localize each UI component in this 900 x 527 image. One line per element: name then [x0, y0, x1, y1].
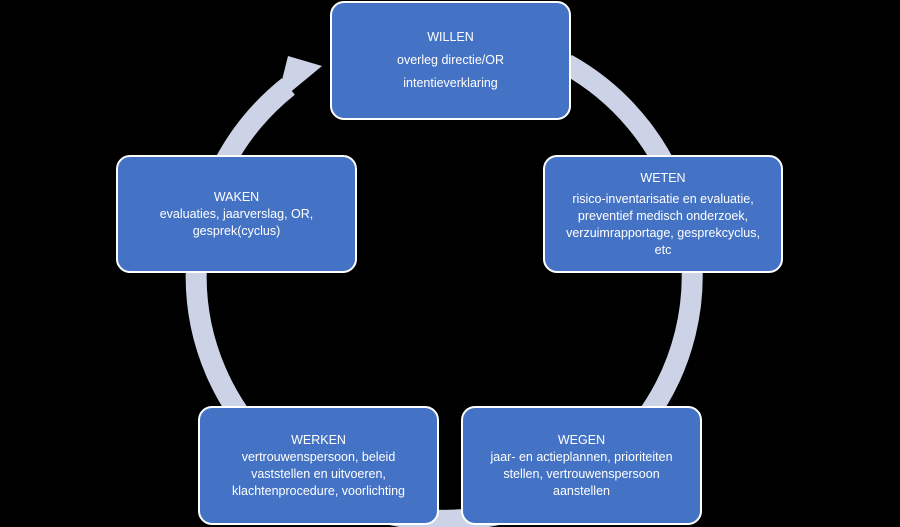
cycle-arrowhead: [276, 56, 322, 104]
node-wegen: WEGEN jaar- en actieplannen, prioriteite…: [461, 406, 702, 525]
node-werken: WERKEN vertrouwenspersoon, beleid vastst…: [198, 406, 439, 525]
node-weten-line-4: etc: [654, 242, 672, 257]
node-willen: WILLEN overleg directie/OR intentieverkl…: [330, 1, 571, 120]
node-wegen-line-3: aanstellen: [553, 483, 610, 498]
node-werken-line-1: vertrouwenspersoon, beleid: [241, 449, 396, 464]
node-wegen-line-2: stellen, vertrouwenspersoon: [503, 466, 660, 481]
node-willen-title: WILLEN: [427, 30, 474, 44]
node-werken-title: WERKEN: [291, 432, 346, 447]
node-wegen-line-1: jaar- en actieplannen, prioriteiten: [490, 449, 673, 464]
node-weten-line-3: verzuimrapportage, gesprekcyclus,: [566, 225, 760, 240]
node-waken: WAKEN evaluaties, jaarverslag, OR, gespr…: [116, 155, 357, 273]
node-wegen-title: WEGEN: [557, 432, 606, 447]
node-weten-title: WETEN: [640, 170, 686, 185]
node-waken-line-2: gesprek(cyclus): [192, 223, 281, 238]
node-willen-line-2: intentieverklaring: [403, 76, 498, 90]
node-weten: WETEN risico-inventarisatie en evaluatie…: [543, 155, 783, 273]
node-willen-line-1: overleg directie/OR: [397, 53, 504, 67]
node-weten-line-1: risico-inventarisatie en evaluatie,: [572, 191, 754, 206]
node-waken-line-1: evaluaties, jaarverslag, OR,: [159, 206, 314, 221]
node-werken-line-3: klachtenprocedure, voorlichting: [231, 483, 406, 498]
node-werken-line-2: vaststellen en uitvoeren,: [251, 466, 386, 481]
node-waken-title: WAKEN: [213, 189, 260, 204]
node-weten-line-2: preventief medisch onderzoek,: [577, 208, 749, 223]
